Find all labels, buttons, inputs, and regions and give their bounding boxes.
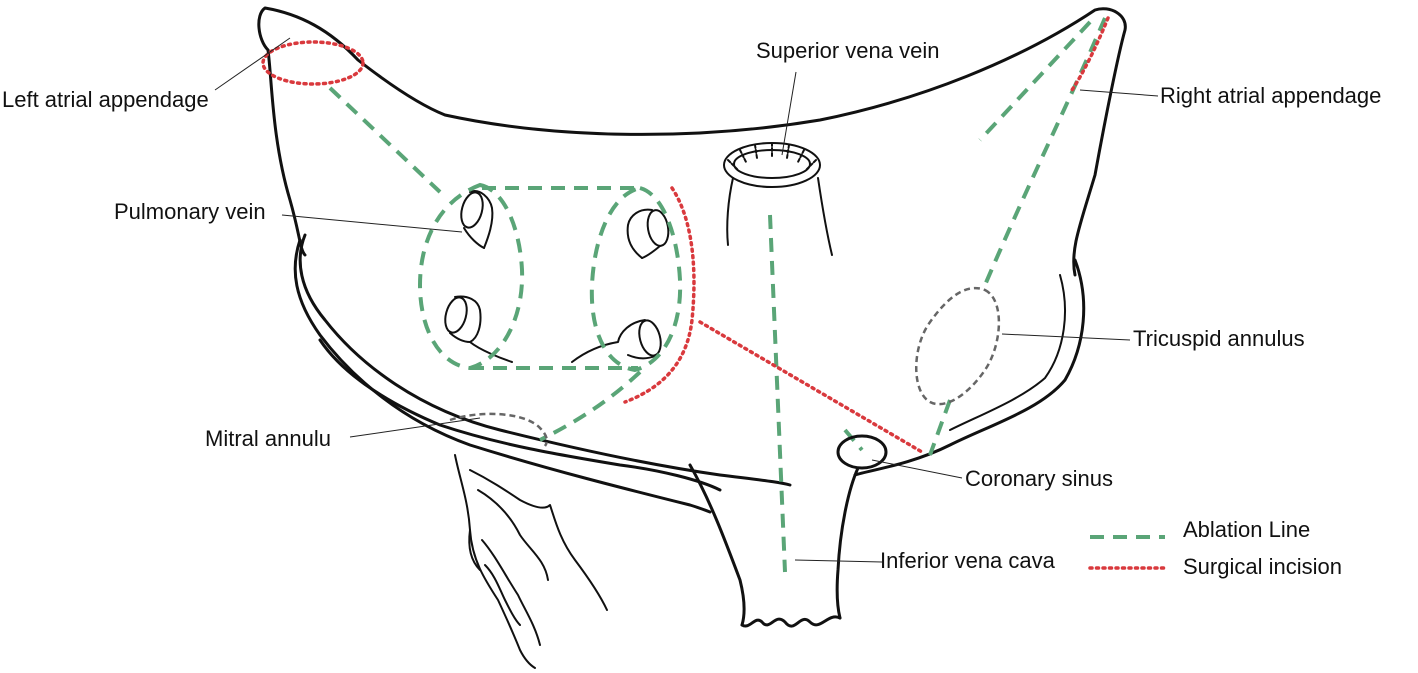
- leader-mitral-annulu: [349, 417, 481, 438]
- coronary-vessel-4: [481, 539, 541, 646]
- label-superior-vena-vein: Superior vena vein: [756, 38, 939, 63]
- leader-left-atrial-appendage: [214, 37, 291, 91]
- label-right-atrial-appendage: Right atrial appendage: [1160, 83, 1381, 108]
- label-mitral-annulu: Mitral annulu: [205, 426, 331, 451]
- pulmonary-vein-lower-right: [571, 319, 662, 363]
- legend-incision-label: Surgical incision: [1183, 554, 1342, 579]
- coronary-vessel-5: [484, 564, 521, 626]
- incision-right-appendage: [1070, 16, 1110, 92]
- mitral-base: [318, 338, 722, 492]
- coronary-vessel-6: [468, 529, 481, 571]
- pulmonary-vein-upper-right: [626, 208, 670, 259]
- coronary-vessel-2: [469, 469, 608, 611]
- leader-inferior-vena-cava: [794, 559, 883, 563]
- right-lower-edge-inner: [949, 274, 1066, 431]
- heart-outline: [257, 6, 1127, 669]
- ablation-mitral-line: [539, 370, 642, 442]
- pulmonary-vein-lower-left: [444, 295, 513, 363]
- ablation-right-appendage-line-a: [978, 20, 1092, 142]
- leader-superior-vena-vein: [781, 71, 797, 156]
- incision-atrial-wall: [623, 186, 696, 404]
- ablation-lines: [328, 17, 1107, 573]
- leader-pulmonary-vein: [281, 214, 463, 233]
- coronary-sinus-opening: [836, 434, 888, 470]
- ablation-coronary-sinus-line: [843, 428, 864, 452]
- svc-right-edge: [817, 177, 833, 256]
- ablation-left-appendage-line: [328, 86, 442, 194]
- coronary-vessels: [454, 454, 536, 669]
- pulmonary-vein-upper-left: [460, 190, 494, 249]
- label-coronary-sinus: Coronary sinus: [965, 466, 1113, 491]
- ivc-left-edge: [688, 463, 746, 627]
- incision-left-appendage: [261, 40, 365, 86]
- surgical-incisions: [261, 16, 1110, 454]
- legend-ablation-label: Ablation Line: [1183, 517, 1310, 542]
- svc-opening-ring: [727, 142, 817, 171]
- right-lower-edge: [853, 258, 1086, 477]
- leader-right-atrial-appendage: [1079, 89, 1159, 97]
- ablation-cavotricuspid-line: [928, 399, 952, 456]
- label-inferior-vena-cava: Inferior vena cava: [880, 548, 1056, 573]
- left-lower-edge: [298, 233, 792, 487]
- coronary-vessel-3: [477, 489, 549, 581]
- leader-lines: [214, 37, 1159, 563]
- labels: Left atrial appendage Superior vena vein…: [2, 38, 1381, 573]
- incision-right-atrial: [698, 320, 924, 454]
- legend: Ablation Line Surgical incision: [1088, 517, 1342, 579]
- svc-left-edge: [726, 177, 734, 246]
- tricuspid-annulus: [915, 287, 1001, 406]
- leader-tricuspid-annulus: [1001, 333, 1131, 341]
- ablation-right-pv-encircle: [589, 185, 683, 373]
- label-tricuspid-annulus: Tricuspid annulus: [1133, 326, 1305, 351]
- ablation-svc-ivc-line: [768, 214, 787, 573]
- leader-coronary-sinus: [871, 459, 963, 479]
- mitral-annulus: [449, 412, 549, 447]
- pulmonary-veins: [444, 190, 670, 363]
- left-lower-band: [293, 238, 712, 514]
- label-left-atrial-appendage: Left atrial appendage: [2, 87, 209, 112]
- top-edge: [257, 6, 1127, 277]
- superior-vena-cava: [723, 142, 833, 256]
- left-edge: [266, 48, 307, 257]
- ablation-right-appendage-line-b: [983, 17, 1107, 286]
- label-pulmonary-vein: Pulmonary vein: [114, 199, 266, 224]
- ivc-right-edge: [835, 466, 860, 620]
- annuli: [449, 287, 1001, 470]
- ivc-bottom-edge: [740, 615, 842, 628]
